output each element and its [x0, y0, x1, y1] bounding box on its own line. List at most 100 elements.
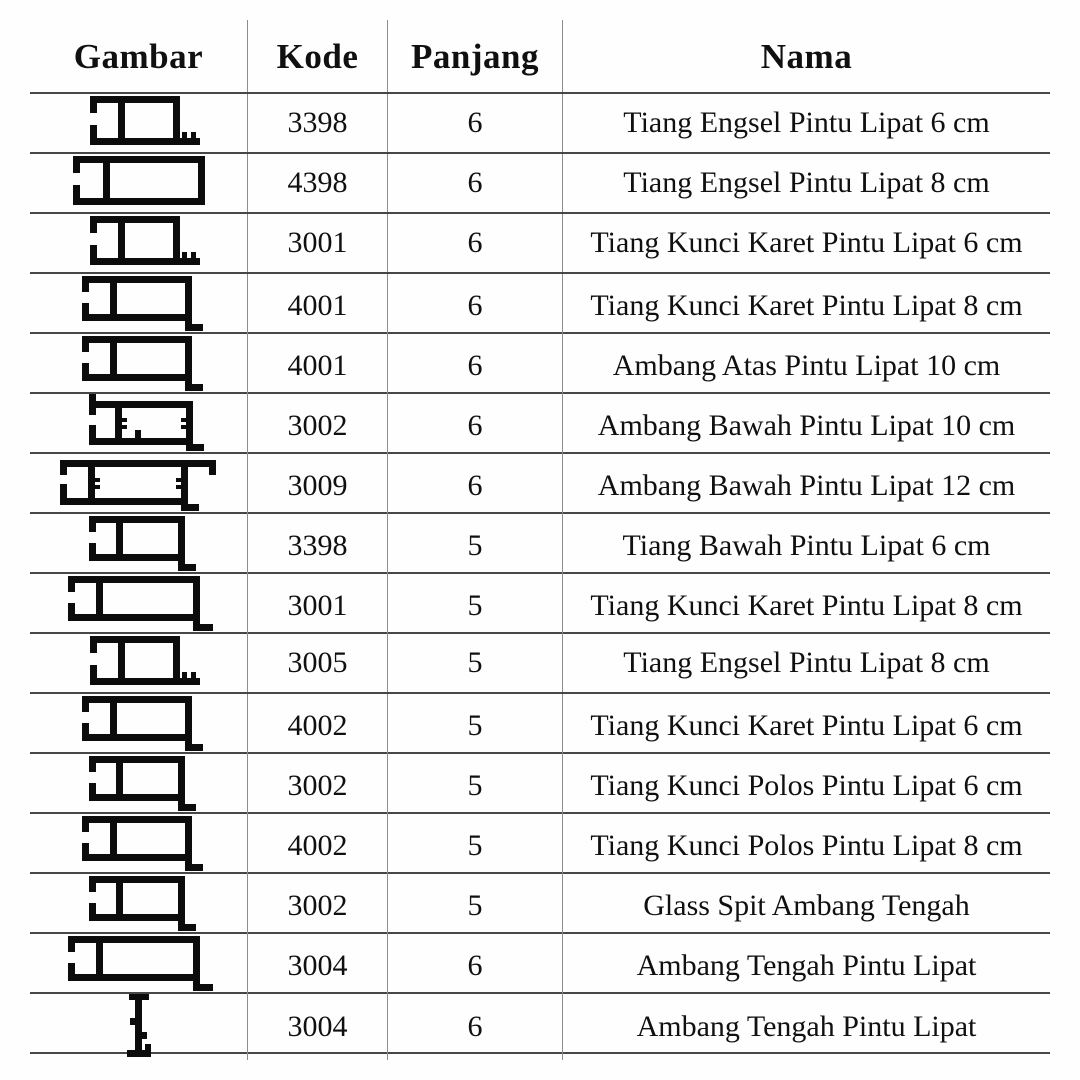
table-row: 4398 6 Tiang Engsel Pintu Lipat 8 cm [30, 152, 1050, 212]
nama-cell: Tiang Kunci Karet Pintu Lipat 6 cm [590, 226, 1023, 259]
table-row: 3004 6 Ambang Tengah Pintu Lipat [30, 932, 1050, 998]
profile-hook-small-icon [81, 754, 197, 818]
table-row: 4001 6 Tiang Kunci Karet Pintu Lipat 8 c… [30, 272, 1050, 338]
profile-sill-wide-icon [58, 454, 220, 518]
header-panjang: Panjang [388, 20, 563, 92]
nama-cell: Tiang Bawah Pintu Lipat 6 cm [622, 529, 991, 562]
profile-hook-medium-icon [74, 814, 204, 878]
nama-cell: Ambang Tengah Pintu Lipat [636, 949, 977, 982]
gambar-cell [30, 694, 248, 758]
nama-cell: Ambang Bawah Pintu Lipat 12 cm [597, 469, 1016, 502]
profile-box-teeth-icon [78, 634, 200, 692]
gambar-cell [30, 214, 248, 272]
panjang-cell: 5 [388, 754, 563, 818]
kode-cell: 4002 [248, 814, 388, 878]
gambar-cell [30, 994, 248, 1060]
kode-cell: 3398 [248, 94, 388, 152]
nama-cell: Tiang Kunci Polos Pintu Lipat 6 cm [590, 769, 1023, 802]
table-row: 4002 5 Tiang Kunci Polos Pintu Lipat 8 c… [30, 812, 1050, 878]
profile-hook-medium-icon [74, 694, 204, 758]
panjang-cell: 6 [388, 934, 563, 998]
table-row: 4002 5 Tiang Kunci Karet Pintu Lipat 6 c… [30, 692, 1050, 758]
nama-cell: Tiang Kunci Polos Pintu Lipat 8 cm [590, 829, 1023, 862]
gambar-cell [30, 154, 248, 212]
table-row: 3001 5 Tiang Kunci Karet Pintu Lipat 8 c… [30, 572, 1050, 638]
panjang-cell: 6 [388, 394, 563, 458]
table-row: 3009 6 Ambang Bawah Pintu Lipat 12 cm [30, 452, 1050, 518]
nama-cell: Tiang Engsel Pintu Lipat 8 cm [623, 166, 990, 199]
kode-cell: 3398 [248, 514, 388, 578]
kode-cell: 3005 [248, 634, 388, 692]
profile-box-wide-icon [69, 154, 209, 212]
nama-cell: Tiang Kunci Karet Pintu Lipat 6 cm [590, 709, 1023, 742]
nama-cell: Tiang Kunci Karet Pintu Lipat 8 cm [590, 589, 1023, 622]
nama-cell: Ambang Tengah Pintu Lipat [636, 1010, 977, 1043]
panjang-cell: 6 [388, 454, 563, 518]
nama-cell: Tiang Kunci Karet Pintu Lipat 8 cm [590, 289, 1023, 322]
kode-cell: 3002 [248, 394, 388, 458]
kode-cell: 4001 [248, 274, 388, 338]
gambar-cell [30, 754, 248, 818]
panjang-cell: 6 [388, 154, 563, 212]
table-row: 3001 6 Tiang Kunci Karet Pintu Lipat 6 c… [30, 212, 1050, 272]
profile-catalog-table: Gambar Kode Panjang Nama 3398 6 Tiang En… [30, 20, 1050, 1060]
profile-i-beam-icon [121, 994, 157, 1060]
kode-cell: 3001 [248, 574, 388, 638]
kode-cell: 3009 [248, 454, 388, 518]
table-row: 3002 6 Ambang Bawah Pintu Lipat 10 cm [30, 392, 1050, 458]
gambar-cell [30, 814, 248, 878]
panjang-cell: 6 [388, 334, 563, 398]
panjang-cell: 6 [388, 994, 563, 1060]
kode-cell: 4398 [248, 154, 388, 212]
table-row: 3002 5 Glass Spit Ambang Tengah [30, 872, 1050, 938]
gambar-cell [30, 454, 248, 518]
kode-cell: 3002 [248, 754, 388, 818]
panjang-cell: 5 [388, 814, 563, 878]
panjang-cell: 5 [388, 694, 563, 758]
table-row: 3398 5 Tiang Bawah Pintu Lipat 6 cm [30, 512, 1050, 578]
header-gambar: Gambar [30, 20, 248, 92]
kode-cell: 3001 [248, 214, 388, 272]
kode-cell: 3004 [248, 934, 388, 998]
kode-cell: 3002 [248, 874, 388, 938]
gambar-cell [30, 874, 248, 938]
table-row: 3002 5 Tiang Kunci Polos Pintu Lipat 6 c… [30, 752, 1050, 818]
panjang-cell: 5 [388, 514, 563, 578]
table-row: 3398 6 Tiang Engsel Pintu Lipat 6 cm [30, 92, 1050, 152]
gambar-cell [30, 394, 248, 458]
table-row: 3005 5 Tiang Engsel Pintu Lipat 8 cm [30, 632, 1050, 692]
gambar-cell [30, 514, 248, 578]
table-header-row: Gambar Kode Panjang Nama [30, 20, 1050, 92]
panjang-cell: 5 [388, 574, 563, 638]
gambar-cell [30, 934, 248, 998]
profile-sill-ticks-icon [71, 394, 207, 458]
nama-cell: Tiang Engsel Pintu Lipat 8 cm [623, 646, 990, 679]
nama-cell: Tiang Engsel Pintu Lipat 6 cm [623, 106, 990, 139]
nama-cell: Ambang Atas Pintu Lipat 10 cm [612, 349, 1001, 382]
profile-hook-small-icon [81, 874, 197, 938]
table-row: 3004 6 Ambang Tengah Pintu Lipat [30, 992, 1050, 1060]
panjang-cell: 6 [388, 274, 563, 338]
nama-cell: Ambang Bawah Pintu Lipat 10 cm [597, 409, 1016, 442]
panjang-cell: 6 [388, 94, 563, 152]
gambar-cell [30, 634, 248, 692]
profile-hook-medium-icon [74, 274, 204, 338]
gambar-cell [30, 334, 248, 398]
nama-cell: Glass Spit Ambang Tengah [643, 889, 970, 922]
gambar-cell [30, 94, 248, 152]
gambar-cell [30, 574, 248, 638]
kode-cell: 4002 [248, 694, 388, 758]
header-kode: Kode [248, 20, 388, 92]
panjang-cell: 6 [388, 214, 563, 272]
profile-hook-medium-icon [74, 334, 204, 398]
kode-cell: 3004 [248, 994, 388, 1060]
profile-hook-wide-icon [64, 574, 214, 638]
panjang-cell: 5 [388, 634, 563, 692]
profile-box-teeth-icon [78, 214, 200, 272]
profile-hook-wide-icon [64, 934, 214, 998]
panjang-cell: 5 [388, 874, 563, 938]
profile-box-teeth-icon [78, 94, 200, 152]
gambar-cell [30, 274, 248, 338]
profile-hook-small-icon [81, 514, 197, 578]
table-row: 4001 6 Ambang Atas Pintu Lipat 10 cm [30, 332, 1050, 398]
